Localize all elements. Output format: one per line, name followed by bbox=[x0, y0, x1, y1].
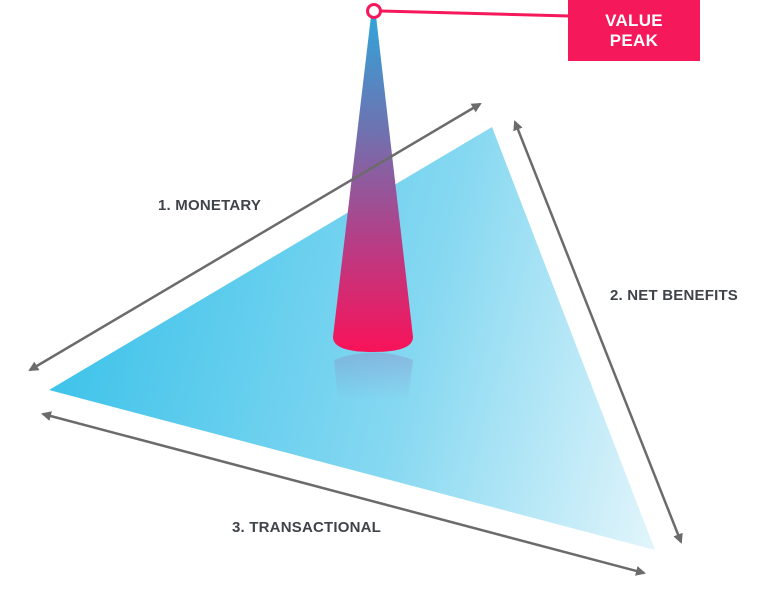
label-net-benefits: 2. NET BENEFITS bbox=[610, 287, 739, 304]
peak-marker-icon bbox=[366, 3, 382, 19]
callout-line-1: VALUE bbox=[605, 10, 663, 30]
cone-reflection bbox=[334, 352, 413, 400]
label-transactional: 3. TRANSACTIONAL bbox=[232, 519, 382, 536]
value-peak-callout: VALUE PEAK bbox=[568, 0, 700, 61]
label-monetary: 1. MONETARY bbox=[158, 197, 262, 214]
callout-line-2: PEAK bbox=[609, 30, 659, 50]
transactional-arrow bbox=[41, 411, 646, 576]
callout-connector bbox=[380, 9, 571, 18]
net-benefits-arrow bbox=[513, 120, 683, 544]
monetary-arrow bbox=[28, 102, 482, 372]
